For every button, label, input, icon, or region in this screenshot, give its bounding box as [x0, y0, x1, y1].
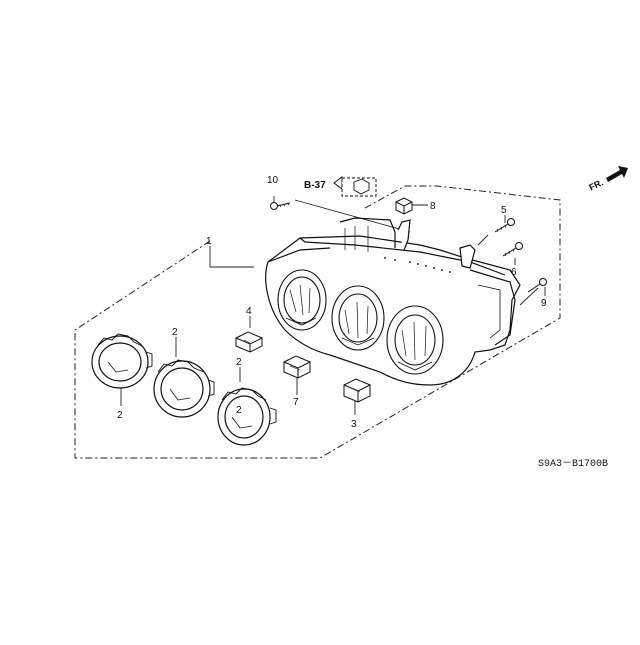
knob-ring-left: [91, 333, 153, 389]
part-label-6: 6: [511, 267, 517, 278]
front-indicator-label: FR.: [587, 177, 604, 192]
screw-9: [527, 278, 547, 293]
leader-10b: [294, 199, 411, 233]
leader-9b: [519, 287, 539, 306]
part-label-3: 3: [351, 419, 357, 430]
screw-10: [270, 202, 291, 210]
reference-arrow-icon: [333, 176, 343, 190]
section-reference-label: B-37: [304, 180, 326, 191]
front-direction-indicator: FR.: [587, 166, 628, 193]
part-label-8: 8: [430, 201, 436, 212]
part-label-2d: 2: [236, 405, 242, 416]
part-label-2a: 2: [117, 410, 123, 421]
assembly-boundary: [74, 185, 561, 459]
control-panel-housing: [265, 217, 521, 386]
part-label-9: 9: [541, 298, 547, 309]
leader-lines: [120, 196, 546, 415]
screw-6: [502, 242, 523, 257]
part-label-10: 10: [267, 175, 279, 186]
part-label-5: 5: [501, 205, 507, 216]
part-label-4: 4: [246, 306, 252, 317]
part-label-7: 7: [293, 397, 299, 408]
knob-ring-right: [217, 387, 277, 446]
part-label-1: 1: [206, 236, 212, 247]
front-arrow-icon: [606, 166, 628, 182]
leader-5b: [477, 234, 489, 246]
clip-8: [395, 197, 413, 215]
diagram-code: S9A3－B1700B: [538, 459, 608, 470]
part-label-2b: 2: [172, 327, 178, 338]
part-label-2c: 2: [236, 357, 242, 368]
housing-dial-right: [386, 305, 444, 375]
screw-5: [494, 218, 515, 233]
button-3: [343, 378, 371, 403]
button-4: [235, 331, 263, 353]
housing-dial-left: [277, 269, 327, 331]
knob-ring-center: [153, 359, 215, 418]
part-labels: 1 2 2 2 2 3 4 5 6 7 8 9 10: [117, 175, 547, 430]
section-reference: B-37: [304, 176, 377, 197]
housing-dial-center: [331, 285, 385, 351]
button-7: [283, 355, 311, 379]
